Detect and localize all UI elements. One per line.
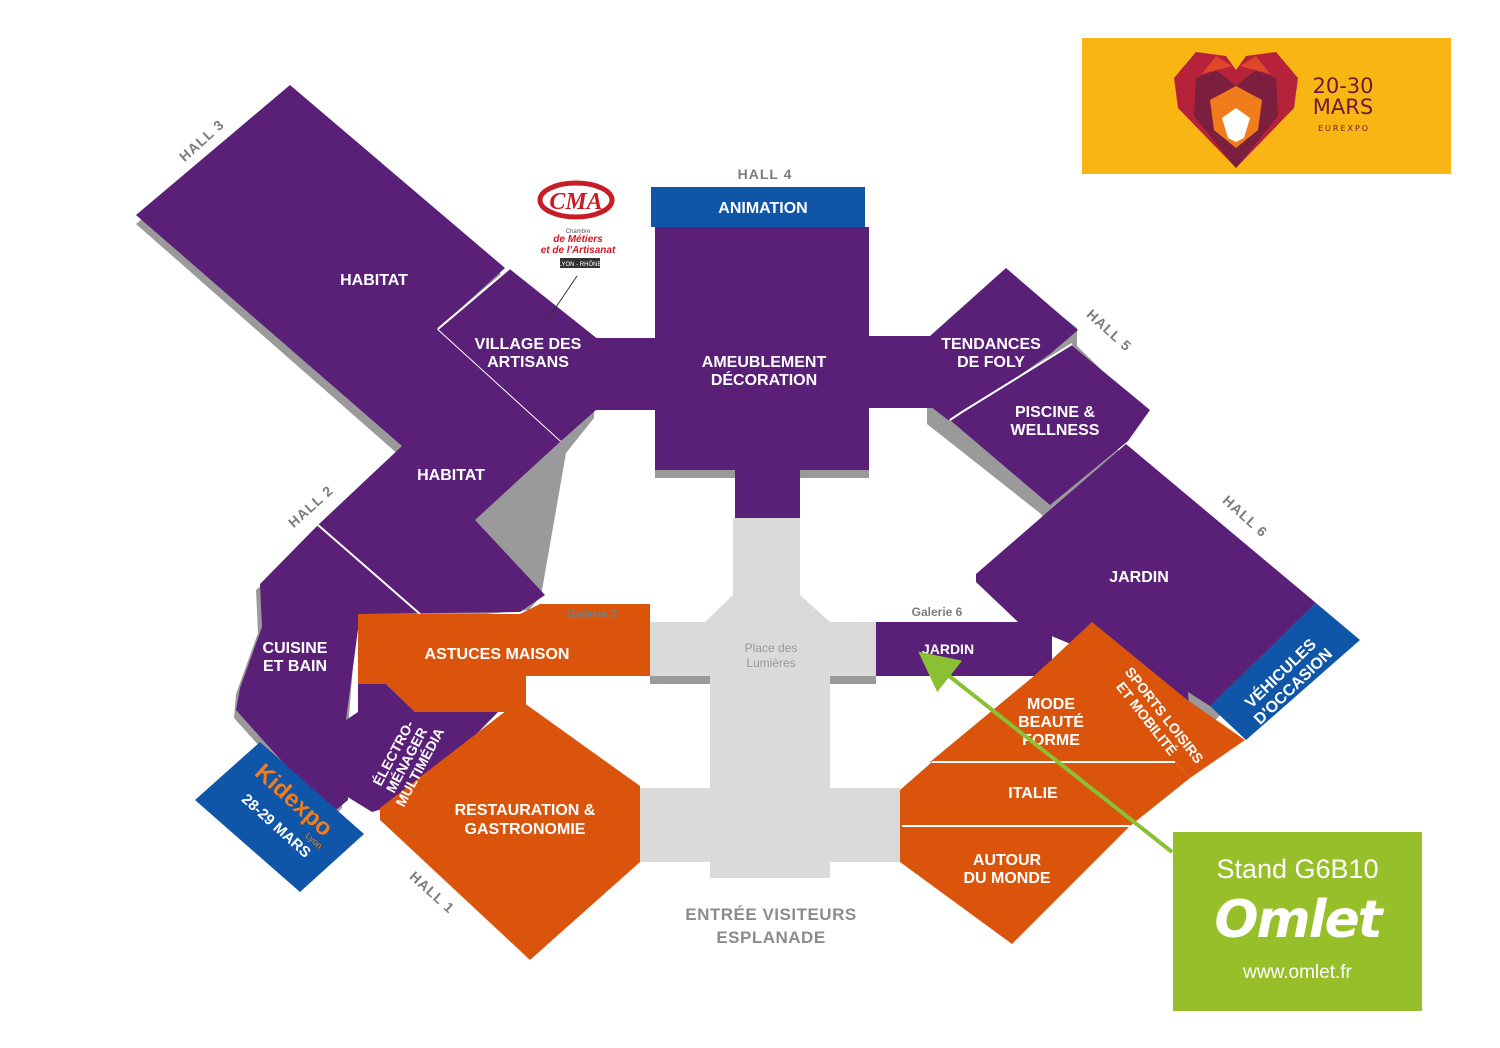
label-italie: ITALIE [1008, 785, 1058, 802]
label-habitat-top: HABITAT [340, 272, 408, 289]
cma-line2: de Métiers [553, 234, 603, 245]
cma-logo: CMA Chambre de Métiers et de l'Artisanat… [537, 180, 616, 323]
cma-logo-text: CMA [549, 189, 602, 215]
label-cuisine-2: ET BAIN [263, 658, 327, 675]
zone-ameublement-decoration[interactable] [655, 227, 869, 518]
label-ameublement-2: DÉCORATION [711, 370, 817, 389]
label-place-1: Place des [745, 641, 798, 655]
stand-pointer-arrow [918, 651, 1174, 854]
label-entree-1: ENTRÉE VISITEURS [685, 905, 856, 924]
zone-astuces-maison[interactable] [358, 604, 650, 712]
label-restauration-1: RESTAURATION & [455, 802, 596, 819]
zone-autour-du-monde[interactable] [900, 826, 1130, 944]
label-habitat-mid: HABITAT [417, 467, 485, 484]
label-tendances-2: DE FOLY [957, 354, 1025, 371]
stand-card[interactable]: Stand G6B10 Omlet www.omlet.fr [1173, 832, 1422, 1011]
label-autour-2: DU MONDE [963, 870, 1050, 887]
zone-animation[interactable] [651, 187, 865, 227]
label-mode-1: MODE [1027, 696, 1075, 713]
kidexpo-badge[interactable] [195, 742, 364, 892]
label-autour-1: AUTOUR [973, 852, 1042, 869]
zone-sports-loisirs-mobilite[interactable] [1092, 660, 1245, 778]
stand-url[interactable]: www.omlet.fr [1243, 962, 1352, 983]
label-restauration-2: GASTRONOMIE [465, 821, 586, 838]
zone-jardin-hall6[interactable] [976, 444, 1316, 720]
zone-electromenager-multimedia[interactable] [346, 684, 498, 812]
label-piscine-2: WELLNESS [1011, 422, 1100, 439]
cma-line3: et de l'Artisanat [541, 245, 616, 256]
label-place-2: Lumières [746, 656, 795, 670]
zone-tendances-de-foly[interactable] [930, 268, 1078, 420]
label-piscine-1: PISCINE & [1015, 404, 1095, 421]
zone-vehicules-occasion[interactable] [1210, 603, 1360, 740]
cma-line4: LYON - RHÔNE [559, 261, 602, 268]
label-jardin-hall6: JARDIN [1109, 569, 1169, 586]
label-entree-2: ESPLANADE [716, 928, 825, 947]
lion-heart-icon [1174, 52, 1298, 168]
label-village-2: ARTISANS [487, 354, 569, 371]
connector-east [868, 336, 934, 408]
label-tendances-1: TENDANCES [941, 336, 1041, 353]
label-galerie2: Galerie 2 [567, 607, 618, 621]
connector-west [594, 338, 658, 410]
zone-habitat-hall3[interactable] [136, 85, 561, 815]
zone-restauration-gastronomie[interactable] [380, 700, 640, 960]
label-hall5: HALL 5 [1084, 306, 1135, 355]
omlet-logo: Omlet [1214, 890, 1382, 950]
label-jardin-galerie6: JARDIN [922, 641, 974, 657]
zone-village-des-artisans[interactable] [438, 268, 598, 441]
label-hall4: HALL 4 [738, 166, 793, 182]
zone-place-des-lumieres [640, 518, 900, 878]
label-ameublement-1: AMEUBLEMENT [702, 354, 827, 371]
zone-mode-beaute-forme[interactable] [930, 622, 1200, 762]
event-venue: EUREXPO [1317, 124, 1371, 133]
label-astuces: ASTUCES MAISON [425, 646, 570, 663]
zone-piscine-wellness[interactable] [950, 344, 1150, 505]
cma-line1: Chambre [566, 229, 591, 235]
label-cuisine-1: CUISINE [263, 640, 328, 657]
stand-label: Stand G6B10 [1216, 854, 1379, 884]
event-dates-line2: MARS [1312, 95, 1374, 119]
label-village-1: VILLAGE DES [475, 336, 582, 353]
label-galerie6: Galerie 6 [912, 605, 963, 619]
label-animation: ANIMATION [718, 200, 807, 217]
event-dates-line1: 20-30 [1312, 74, 1374, 98]
label-mode-2: BEAUTÉ [1018, 712, 1084, 731]
